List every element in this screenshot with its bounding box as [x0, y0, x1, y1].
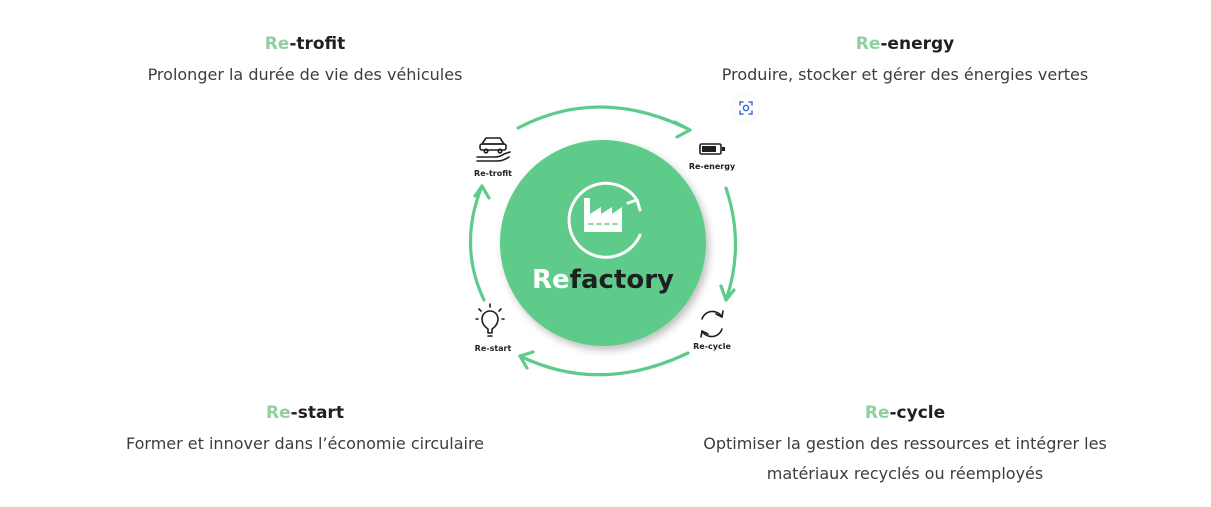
- recycle-title-prefix: Re: [864, 403, 890, 423]
- car-in-hand-icon: [476, 137, 511, 162]
- reenergy-title: Re-energy: [630, 32, 1180, 56]
- retrofit-title-suffix: -trofit: [289, 34, 346, 54]
- reenergy-description: Produire, stocker et gérer des énergies …: [721, 65, 1089, 84]
- node-recycle-label: Re-cycle: [693, 342, 731, 351]
- node-retrofit: Re-trofit: [474, 137, 512, 178]
- refactory-center-circle: [500, 140, 706, 346]
- refactory-brand: Refactory: [532, 265, 674, 295]
- reenergy-section: Re-energy Produire, stocker et gérer des…: [630, 32, 1180, 90]
- arc-arrow-recycle-to-restart: [518, 351, 690, 377]
- restart-title-suffix: -start: [290, 403, 344, 423]
- retrofit-section: Re-trofit Prolonger la durée de vie des …: [80, 32, 530, 90]
- brand-prefix: Re: [532, 265, 570, 295]
- node-reenergy-label: Re-energy: [689, 162, 736, 171]
- recycle-title-suffix: -cycle: [889, 403, 946, 423]
- retrofit-title-prefix: Re: [264, 34, 290, 54]
- lightbulb-icon: [475, 303, 505, 337]
- recycle-description-line2: matériaux recyclés ou réemployés: [766, 464, 1044, 483]
- recycle-arrows-icon: [700, 310, 724, 338]
- recycle-description-line1: Optimiser la gestion des ressources et i…: [703, 434, 1107, 453]
- factory-cycle-icon: [567, 181, 642, 259]
- reenergy-title-suffix: -energy: [880, 34, 955, 54]
- retrofit-title: Re-trofit: [80, 32, 530, 56]
- arrowhead-retrofit: [473, 184, 491, 200]
- node-recycle: Re-cycle: [693, 310, 731, 351]
- arrowhead-recycle: [719, 284, 736, 302]
- restart-description: Former et innover dans l’économie circul…: [125, 434, 485, 453]
- node-retrofit-label: Re-trofit: [474, 169, 512, 178]
- node-restart-label: Re-start: [475, 344, 512, 353]
- image-scan-button[interactable]: [733, 95, 759, 121]
- brand-suffix: factory: [570, 265, 674, 295]
- retrofit-description: Prolonger la durée de vie des véhicules: [147, 65, 463, 84]
- arrowhead-reenergy: [673, 120, 692, 139]
- restart-section: Re-start Former et innover dans l’économ…: [60, 401, 550, 459]
- restart-title-prefix: Re: [266, 403, 291, 423]
- recycle-section: Re-cycle Optimiser la gestion des ressou…: [630, 401, 1180, 489]
- arc-arrow-reenergy-to-recycle: [724, 186, 738, 302]
- scan-icon: [739, 101, 753, 115]
- battery-icon: [699, 143, 725, 155]
- arc-arrow-restart-to-retrofit: [468, 184, 486, 302]
- arrowhead-restart: [518, 350, 535, 370]
- restart-title: Re-start: [60, 401, 550, 425]
- node-restart: Re-start: [475, 303, 512, 353]
- reenergy-title-prefix: Re: [855, 34, 881, 54]
- arc-arrow-retrofit-to-reenergy: [516, 105, 692, 132]
- node-reenergy: Re-energy: [689, 143, 736, 171]
- recycle-title: Re-cycle: [630, 401, 1180, 425]
